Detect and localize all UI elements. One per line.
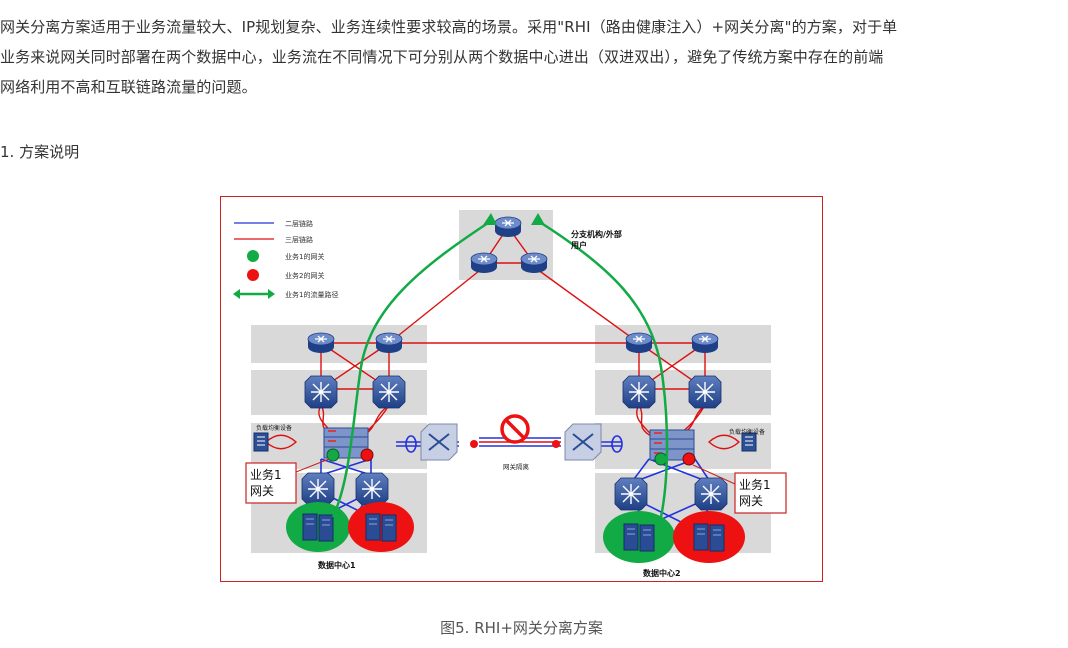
dc1-access-switch-right-icon [355, 472, 389, 506]
dc2-isolation-firewall-icon [564, 423, 602, 461]
dc1-server-group-2 [348, 502, 414, 552]
section-heading: 1. 方案说明 [0, 143, 80, 161]
callout-right-line1: 业务1 [739, 477, 771, 492]
traffic-arrowhead-icon [531, 213, 545, 225]
legend-label: 二层链路 [285, 219, 313, 228]
callout-left: 业务1 网关 [245, 458, 330, 504]
lb-left-label: 负载均衡设备 [256, 424, 292, 432]
dc2-business1-gateway-dot [654, 452, 668, 466]
dc1-router-left-icon [307, 332, 335, 354]
branch-label-line1: 分支机构/外部 [571, 229, 622, 239]
legend-label: 业务1的网关 [285, 252, 324, 261]
branch-core-router-icon [494, 216, 522, 238]
figure-caption: 图5. RHI+网关分离方案 [440, 619, 603, 637]
isolation-endpoint-left [470, 440, 478, 448]
dc2-server-group-1 [603, 511, 675, 563]
server-icon [381, 514, 397, 542]
dc1-switch-right-icon [372, 375, 406, 409]
dc2-server-group-2 [673, 511, 745, 563]
callout-left-line1: 业务1 [250, 467, 282, 482]
dc2-label: 数据中心2 [643, 568, 681, 578]
traffic-arrowhead-icon [483, 213, 497, 225]
intro-paragraph-line: 网络利用不高和互联链路流量的问题。 [0, 78, 257, 96]
dc2-router-right-icon [691, 332, 719, 354]
dc2-access-switch-left-icon [614, 477, 648, 511]
server-icon [639, 524, 655, 552]
dc1-access-switch-left-icon [301, 472, 335, 506]
dc2-business2-gateway-dot [682, 452, 696, 466]
server-icon [693, 523, 709, 551]
dc2-access-switch-right-icon [694, 477, 728, 511]
branch-router-right-icon [520, 252, 548, 274]
gateway-isolation-label: 网关隔离 [503, 462, 530, 471]
server-icon [365, 513, 381, 541]
callout-left-line2: 网关 [250, 484, 274, 498]
dc1-load-balancer-icon [253, 432, 269, 452]
diagram-legend: 二层链路 三层链路 业务1的网关 业务2的网关 业务1的流量路径 [233, 219, 338, 299]
legend-label: 业务1的流量路径 [285, 290, 338, 299]
legend-label: 三层链路 [285, 235, 313, 244]
dc2-switch-right-icon [688, 375, 722, 409]
isolation-endpoint-right [552, 440, 560, 448]
server-icon [302, 513, 318, 541]
dc2-router-left-icon [625, 332, 653, 354]
dc1-business1-gateway-dot [326, 448, 340, 462]
network-diagram: 二层链路 三层链路 业务1的网关 业务2的网关 业务1的流量路径 [233, 210, 787, 578]
callout-right-line2: 网关 [739, 494, 763, 508]
legend-business1-dot [247, 250, 259, 262]
network-diagram-figure: 二层链路 三层链路 业务1的网关 业务2的网关 业务1的流量路径 [220, 196, 823, 582]
dc2-switch-left-icon [622, 375, 656, 409]
dc2-core-router-panel [595, 325, 771, 363]
dc1-router-right-icon [375, 332, 403, 354]
prohibited-icon [500, 414, 530, 444]
intro-paragraph-line: 业务来说网关同时部署在两个数据中心，业务流在不同情况下可分别从两个数据中心进出（… [0, 48, 884, 66]
dc2-core-switch-panel [595, 370, 771, 415]
legend-label: 业务2的网关 [285, 271, 324, 280]
legend-business2-dot [247, 269, 259, 281]
callout-right: 业务1 网关 [692, 464, 787, 514]
branch-router-left-icon [470, 252, 498, 274]
business1-traffic-paths [331, 219, 669, 518]
dc1-isolation-firewall-icon [420, 423, 458, 461]
intro-paragraph: 网关分离方案适用于业务流量较大、IP规划复杂、业务连续性要求较高的场景。采用"R… [0, 12, 1060, 102]
lb-right-label: 负载均衡设备 [729, 428, 765, 436]
dc1-label: 数据中心1 [318, 560, 356, 570]
dc1-business2-gateway-dot [360, 448, 374, 462]
server-icon [623, 523, 639, 551]
dc1-switch-left-icon [304, 375, 338, 409]
intro-paragraph-line: 网关分离方案适用于业务流量较大、IP规划复杂、业务连续性要求较高的场景。采用"R… [0, 18, 898, 36]
server-icon [318, 514, 334, 542]
dc1-server-group-1 [286, 502, 350, 552]
branch-label-line2: 用户 [570, 240, 587, 250]
server-icon [709, 524, 725, 552]
